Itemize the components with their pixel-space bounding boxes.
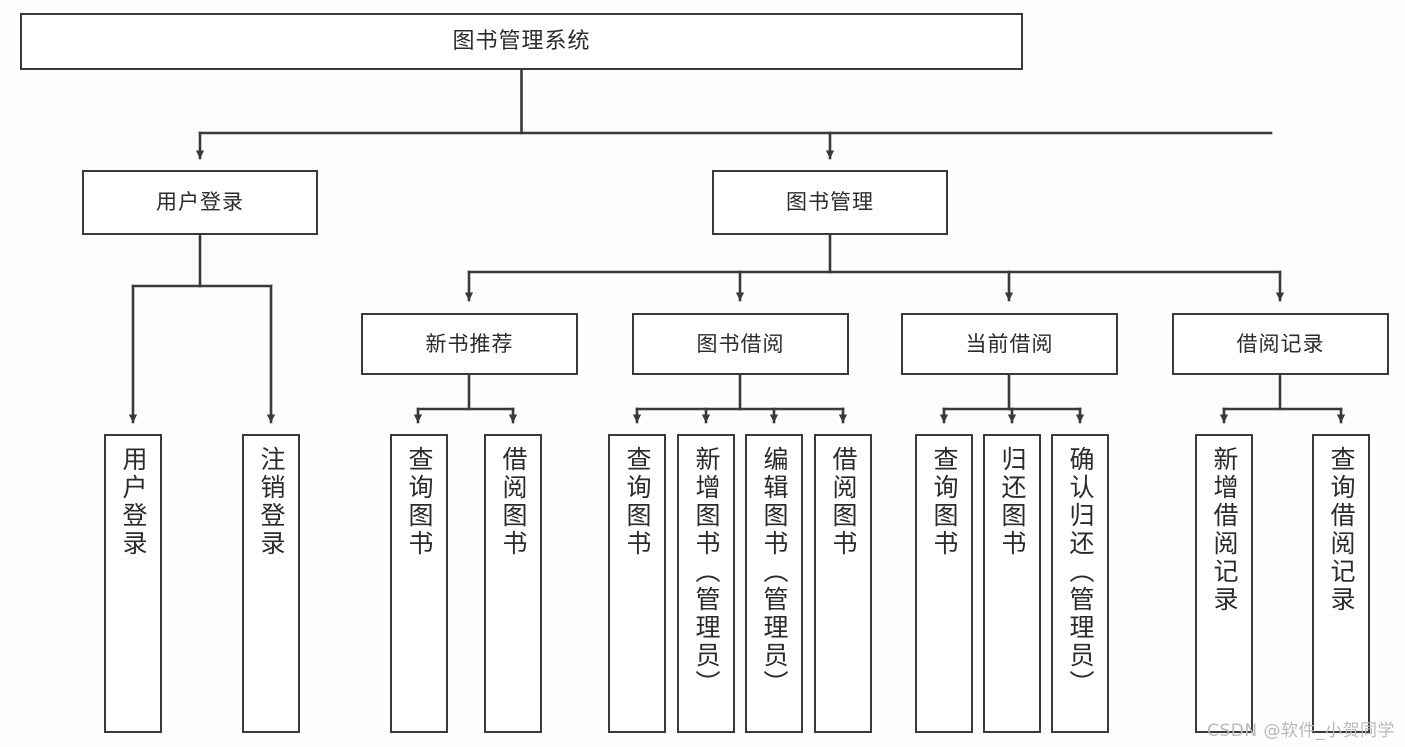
node-label: 注销登录 xyxy=(257,446,286,558)
node-root-system[interactable]: 图书管理系统 xyxy=(20,13,1023,70)
node-label: 当前借阅 xyxy=(965,331,1054,356)
node-label: 借阅图书 xyxy=(829,446,858,558)
node-label: 确认归还（管理员） xyxy=(1066,446,1095,698)
leaf-add-borrow-record[interactable]: 新增借阅记录 xyxy=(1195,434,1253,733)
leaf-query-borrow-record[interactable]: 查询借阅记录 xyxy=(1312,434,1370,733)
node-label: 借阅图书 xyxy=(499,446,528,558)
node-label: 图书借阅 xyxy=(696,331,785,356)
leaf-query-book-recommend[interactable]: 查询图书 xyxy=(390,434,448,733)
node-current-borrow[interactable]: 当前借阅 xyxy=(901,313,1118,375)
node-label: 新增借阅记录 xyxy=(1210,446,1239,614)
leaf-add-book-admin[interactable]: 新增图书（管理员） xyxy=(677,434,735,733)
node-label: 查询图书 xyxy=(623,446,652,558)
node-label: 查询图书 xyxy=(405,446,434,558)
node-label: 借阅记录 xyxy=(1236,331,1325,356)
leaf-return-book[interactable]: 归还图书 xyxy=(983,434,1041,733)
leaf-query-book-borrow[interactable]: 查询图书 xyxy=(608,434,666,733)
node-book-management[interactable]: 图书管理 xyxy=(712,170,948,235)
node-label: 归还图书 xyxy=(998,446,1027,558)
node-label: 查询借阅记录 xyxy=(1327,446,1356,614)
node-borrow-records[interactable]: 借阅记录 xyxy=(1172,313,1389,375)
node-label: 新书推荐 xyxy=(425,331,514,356)
leaf-borrow-book[interactable]: 借阅图书 xyxy=(814,434,872,733)
node-label: 用户登录 xyxy=(119,446,148,558)
node-label: 图书管理 xyxy=(786,190,874,215)
node-book-borrow[interactable]: 图书借阅 xyxy=(632,313,849,375)
node-label: 图书管理系统 xyxy=(452,28,591,54)
leaf-confirm-return-admin[interactable]: 确认归还（管理员） xyxy=(1051,434,1109,733)
leaf-query-book-current[interactable]: 查询图书 xyxy=(915,434,973,733)
node-user-login[interactable]: 用户登录 xyxy=(82,170,318,235)
leaf-borrow-book-recommend[interactable]: 借阅图书 xyxy=(484,434,542,733)
node-new-book-recommendation[interactable]: 新书推荐 xyxy=(361,313,578,375)
node-label: 查询图书 xyxy=(930,446,959,558)
leaf-edit-book-admin[interactable]: 编辑图书（管理员） xyxy=(745,434,803,733)
node-label: 编辑图书（管理员） xyxy=(760,446,789,698)
node-label: 用户登录 xyxy=(156,190,244,215)
leaf-logout[interactable]: 注销登录 xyxy=(242,434,300,733)
node-label: 新增图书（管理员） xyxy=(692,446,721,698)
leaf-user-login[interactable]: 用户登录 xyxy=(104,434,162,733)
